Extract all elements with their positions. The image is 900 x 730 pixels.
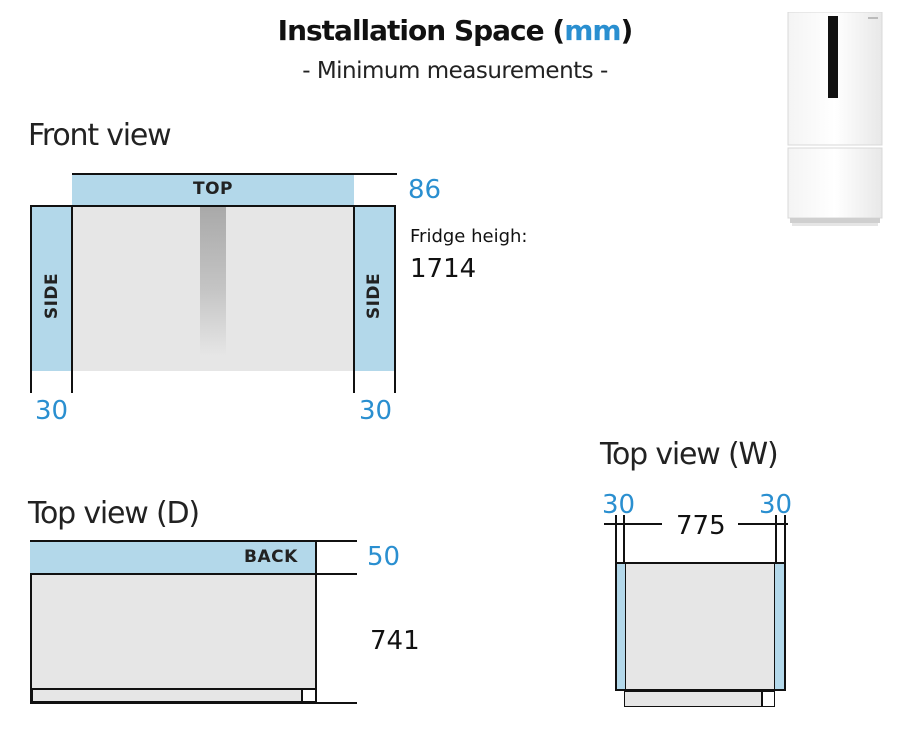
width-side-right-clearance	[775, 563, 784, 689]
title-unit: mm	[564, 14, 621, 47]
front-side-right-value: 30	[359, 396, 393, 426]
back-clearance-value: 50	[367, 542, 401, 572]
top-view-depth-heading: Top view (D)	[28, 496, 200, 531]
title-text: Installation Space (	[277, 14, 566, 47]
front-fridge-handle	[200, 206, 226, 356]
front-side-left-value: 30	[35, 396, 69, 426]
fridge-icon	[787, 12, 883, 226]
width-side-left-value: 30	[602, 490, 636, 520]
width-fridge-door	[624, 691, 762, 707]
depth-fridge-body	[32, 574, 316, 689]
width-fridge-body	[625, 563, 775, 689]
depth-value: 741	[370, 626, 420, 656]
back-label: BACK	[244, 547, 298, 567]
width-side-left-clearance	[617, 563, 625, 689]
page-title: Installation Space (mm)	[0, 14, 900, 47]
depth-fridge-door	[32, 689, 302, 702]
fridge-height-label: Fridge heigh:	[410, 226, 528, 247]
fridge-height-value: 1714	[410, 254, 477, 284]
front-top-clearance	[72, 174, 354, 206]
depth-door-hinge	[302, 689, 316, 702]
back-clearance	[30, 541, 316, 573]
front-top-clearance-value: 86	[408, 175, 442, 205]
front-side-left-label: SIDE	[42, 272, 62, 320]
front-side-left-clearance	[32, 206, 72, 371]
page-subtitle: - Minimum measurements -	[302, 58, 608, 84]
front-top-label: TOP	[192, 179, 233, 199]
width-value: 775	[676, 511, 726, 541]
top-view-width-heading: Top view (W)	[600, 437, 779, 472]
title-close: )	[620, 14, 634, 47]
front-side-right-label: SIDE	[364, 272, 384, 320]
front-side-right-clearance	[354, 206, 394, 371]
front-view-heading: Front view	[28, 118, 172, 153]
width-door-hinge	[762, 691, 775, 707]
